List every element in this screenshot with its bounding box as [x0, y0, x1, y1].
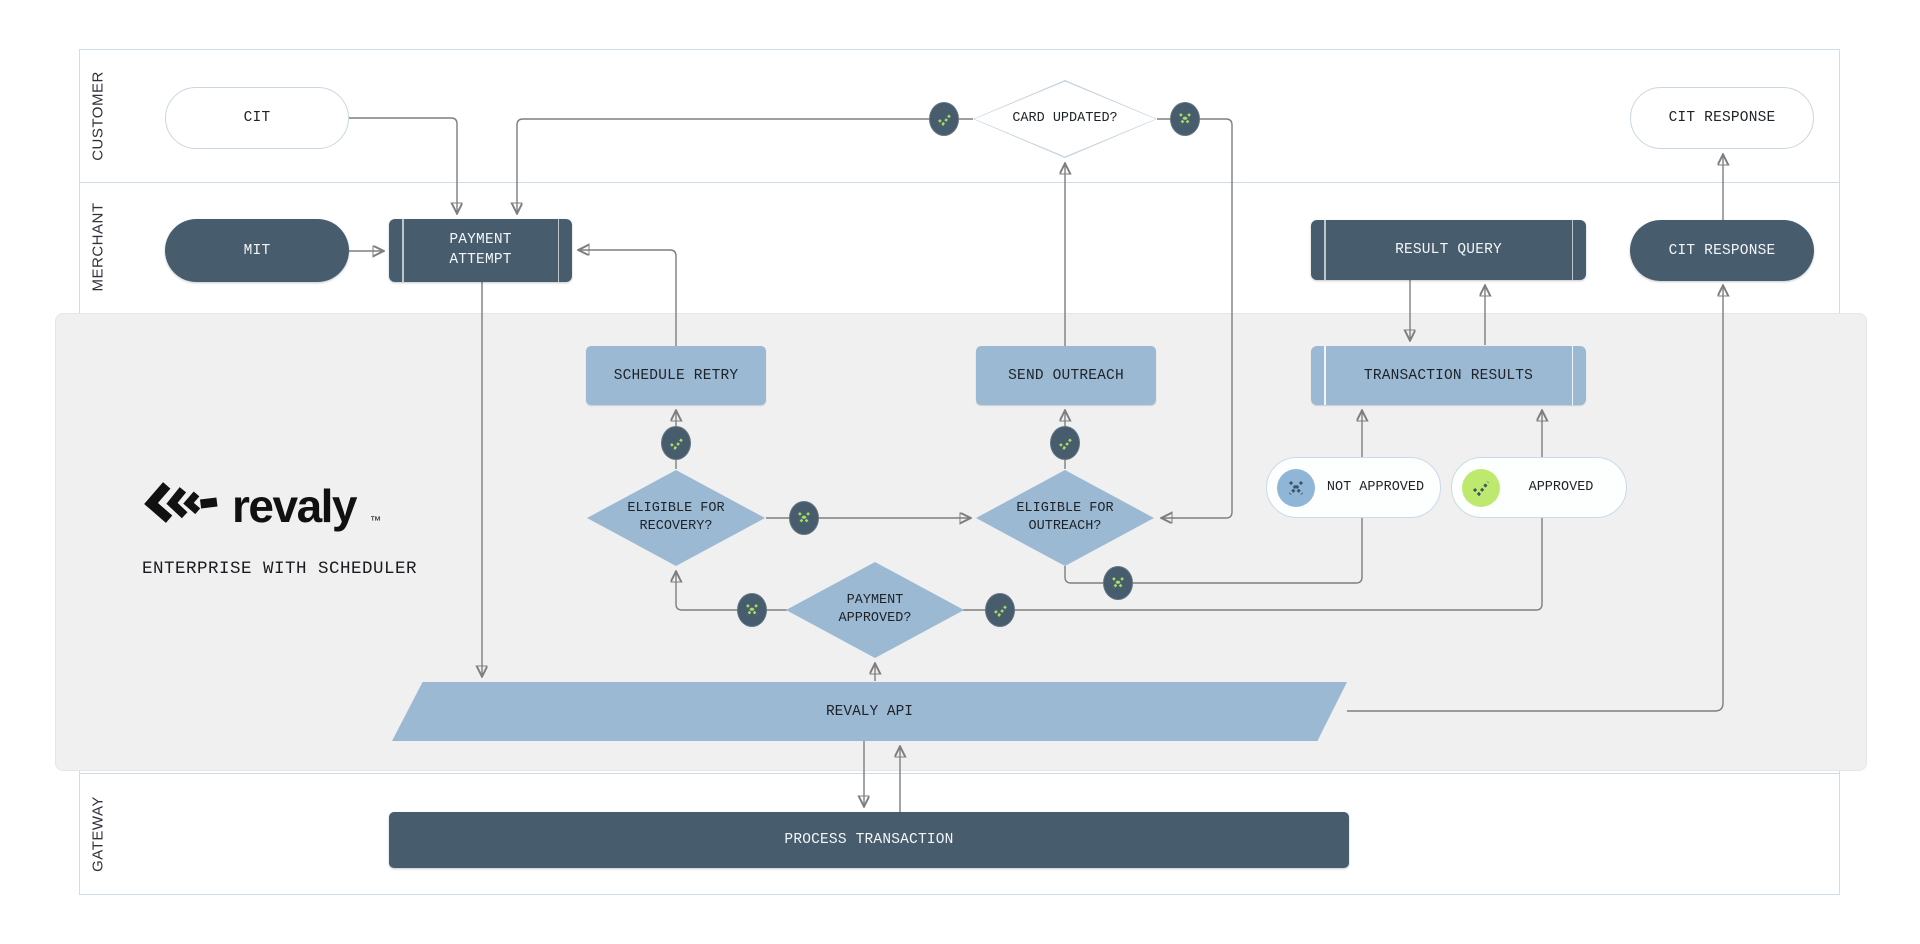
node-cit-response-merchant: CIT RESPONSE	[1630, 220, 1814, 281]
legend-approved: APPROVED	[1451, 457, 1627, 518]
connector-card-updated-no-to-eligible-outreach	[1157, 118, 1233, 518]
lane-divider-gateway-top	[79, 773, 1840, 774]
brand-logo-text: revaly	[232, 479, 358, 532]
x-icon	[789, 501, 819, 535]
node-eligible-recovery-decision: ELIGIBLE FOR RECOVERY?	[587, 470, 765, 566]
revaly-chevrons-icon	[142, 480, 220, 531]
node-card-updated-decision: CARD UPDATED?	[973, 80, 1157, 158]
check-icon	[1050, 426, 1080, 460]
node-result-query: RESULT QUERY	[1311, 220, 1586, 280]
node-eligible-outreach-decision: ELIGIBLE FOR OUTREACH?	[976, 470, 1154, 566]
node-cit: CIT	[165, 87, 349, 149]
node-process-transaction: PROCESS TRANSACTION	[389, 812, 1349, 868]
legend-not-approved: NOT APPROVED	[1266, 457, 1441, 518]
connector-schedule-retry-to-payment-attempt	[579, 250, 677, 346]
connector-card-updated-yes-to-payment-attempt	[517, 118, 973, 213]
check-icon	[661, 426, 691, 460]
x-icon	[1170, 102, 1200, 136]
check-icon	[929, 102, 959, 136]
node-payment-approved-decision: PAYMENT APPROVED?	[786, 562, 964, 658]
connector-payment-approved-no-to-eligible-recovery	[676, 572, 787, 611]
node-send-outreach: SEND OUTREACH	[976, 346, 1156, 405]
brand-subtitle: ENTERPRISE WITH SCHEDULER	[142, 559, 418, 579]
check-icon	[985, 593, 1015, 627]
x-icon	[1103, 566, 1133, 600]
node-mit: MIT	[165, 219, 349, 282]
node-payment-attempt: PAYMENT ATTEMPT	[389, 219, 572, 282]
x-icon	[1277, 468, 1315, 507]
lane-divider-customer-merchant	[79, 182, 1840, 183]
trademark-symbol: ™	[370, 515, 382, 527]
connector-revaly-api-to-cit-response-merchant	[1347, 286, 1723, 712]
node-cit-response-customer: CIT RESPONSE	[1630, 87, 1814, 149]
connector-cit-to-payment-attempt	[349, 117, 457, 213]
node-revaly-api: REVALY API	[392, 682, 1347, 741]
connector-eligible-outreach-no-to-transaction-results	[1064, 411, 1362, 584]
brand-block: revaly ™ ENTERPRISE WITH SCHEDULER	[142, 480, 417, 579]
node-transaction-results: TRANSACTION RESULTS	[1311, 346, 1586, 405]
node-schedule-retry: SCHEDULE RETRY	[586, 346, 766, 405]
x-icon	[737, 593, 767, 627]
check-icon	[1462, 468, 1500, 507]
connector-payment-approved-yes-to-transaction-results	[963, 411, 1542, 611]
